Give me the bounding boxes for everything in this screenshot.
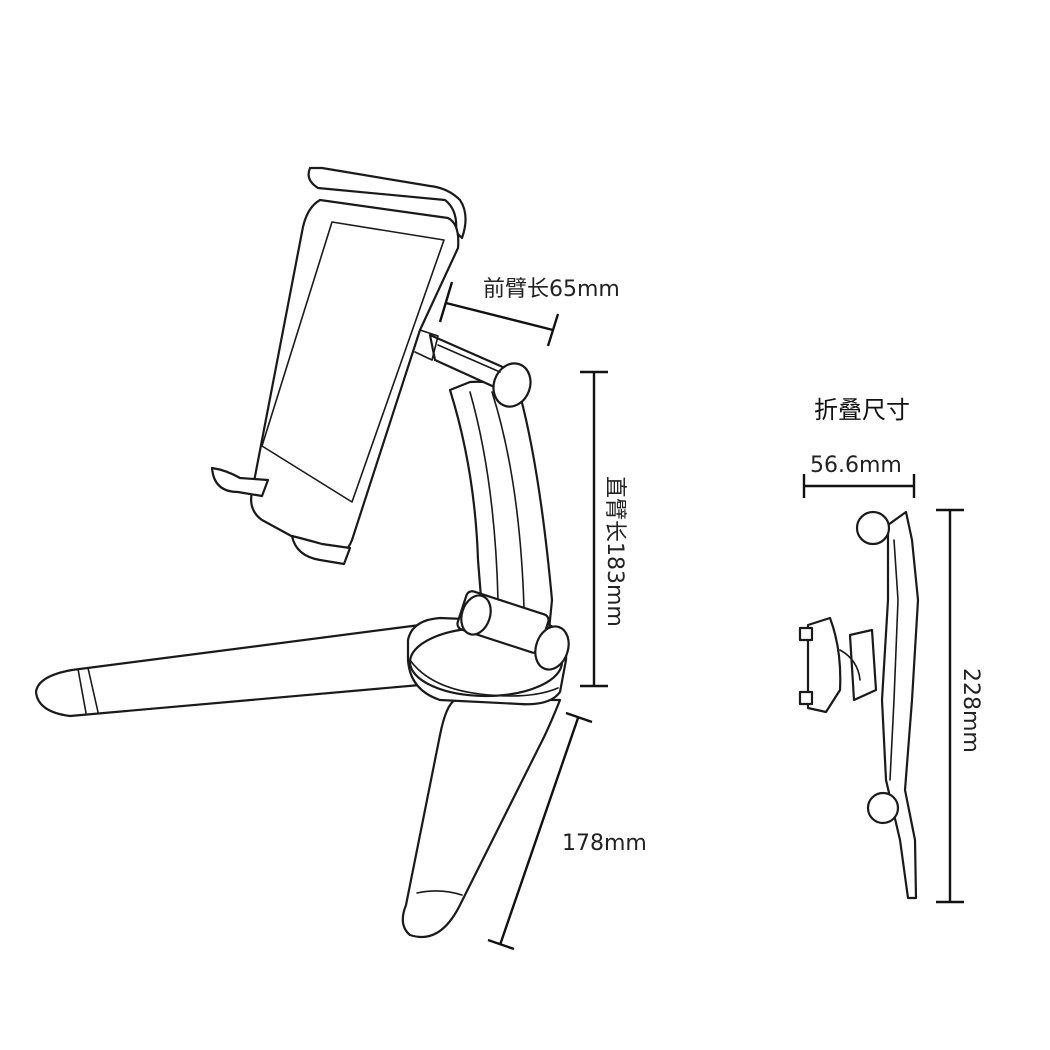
- folded-width-label: 56.6mm: [810, 453, 902, 478]
- stand-unfolded-drawing: [34, 166, 570, 939]
- dimension-forearm: [438, 281, 560, 347]
- dimension-folded-height: [936, 508, 964, 904]
- upright-arm-length-label: 直臂长183mm: [602, 476, 627, 627]
- dimension-upright-arm: [580, 370, 608, 688]
- front-foot: [34, 623, 452, 718]
- folded-size-title: 折叠尺寸: [814, 396, 910, 424]
- lower-hinge: [456, 590, 570, 671]
- dimension-leg: [487, 711, 593, 951]
- dimension-folded-width: [802, 474, 916, 498]
- rear-leg: [401, 698, 562, 939]
- forearm-length-label: 前臂长65mm: [483, 277, 620, 302]
- tablet-holder: [210, 166, 467, 566]
- stand-folded-drawing: [798, 510, 920, 900]
- upright-arm: [448, 380, 554, 642]
- folded-height-label: 228mm: [958, 668, 983, 753]
- leg-length-label: 178mm: [562, 831, 647, 856]
